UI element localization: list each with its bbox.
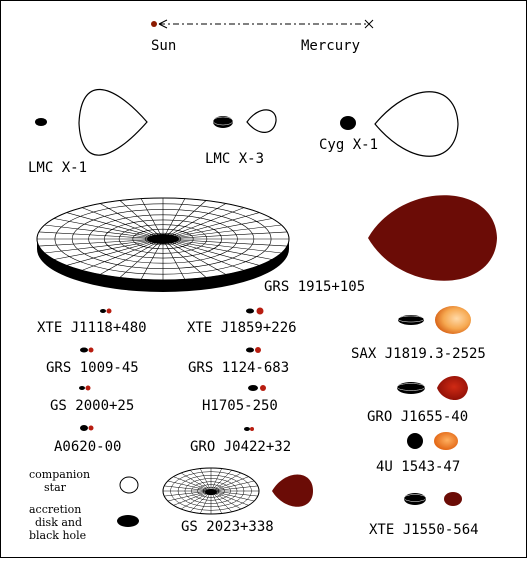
system-label: XTE J1550-564 — [369, 522, 479, 538]
h1705-system: H1705-250 — [202, 385, 278, 414]
companion-star — [88, 347, 94, 353]
companion-star-outline — [246, 109, 277, 133]
accretion-disk — [340, 116, 356, 130]
lmc-x3-system: LMC X-3 — [205, 109, 277, 167]
companion-star — [434, 432, 458, 450]
companion-star — [260, 385, 266, 391]
accretion-disk — [213, 116, 233, 128]
companion-star — [255, 347, 261, 353]
legend-disk-line3: black hole — [29, 529, 86, 542]
system-label: 4U 1543-47 — [376, 459, 460, 475]
system-label: LMC X-3 — [205, 151, 264, 167]
companion-star — [250, 427, 254, 431]
accretion-disk — [79, 386, 85, 390]
companion-star — [85, 385, 91, 391]
companion-star — [272, 474, 313, 507]
accretion-disk — [246, 347, 254, 353]
grs-1915-system: GRS 1915+105 — [36, 195, 497, 295]
disk-rim — [396, 383, 426, 391]
legend-disk-line1: accretion — [29, 503, 81, 516]
companion-star-outline — [374, 91, 459, 157]
system-label: Cyg X-1 — [319, 137, 378, 153]
gro-j0422-system: GRO J0422+32 — [190, 427, 291, 455]
system-label: GS 2023+338 — [181, 519, 274, 535]
companion-star — [435, 306, 471, 334]
accretion-disk — [398, 315, 424, 325]
legend-companion-star-icon — [119, 476, 139, 494]
system-label: H1705-250 — [202, 398, 278, 414]
system-label: XTE J1859+226 — [187, 320, 297, 336]
legend-companion-line1: companion — [29, 468, 90, 481]
system-label: GRO J1655-40 — [367, 409, 468, 425]
accretion-disk — [397, 382, 425, 394]
accretion-disk — [80, 425, 88, 431]
accretion-disk — [404, 493, 426, 505]
companion-star — [88, 425, 94, 431]
accretion-disk — [246, 308, 254, 314]
gs-2000-system: GS 2000+25 — [50, 385, 134, 414]
system-label: GS 2000+25 — [50, 398, 134, 414]
accretion-disk — [80, 347, 88, 353]
grs-1124-system: GRS 1124-683 — [188, 347, 289, 376]
xte-j1859-system: XTE J1859+226 — [187, 307, 297, 336]
legend-disk-line2: disk and — [35, 516, 82, 529]
accretion-disk — [407, 433, 423, 449]
companion-star — [368, 195, 497, 281]
system-label: LMC X-1 — [28, 160, 87, 176]
legend-companion-line2: star — [44, 481, 67, 494]
companion-star-outline — [78, 88, 148, 156]
gs-2023-system: GS 2023+338 — [162, 467, 313, 535]
sun-dot — [151, 21, 157, 27]
lmc-x1-system: LMC X-1 — [28, 88, 148, 176]
disk-rim — [212, 116, 234, 126]
cyg-x1-system: Cyg X-1 — [319, 91, 459, 157]
scale-bar: Sun Mercury — [151, 19, 374, 54]
sun-label: Sun — [151, 38, 176, 54]
accretion-disk — [244, 427, 250, 431]
accretion-disk — [248, 385, 258, 391]
accretion-disk — [35, 118, 47, 126]
companion-star — [437, 375, 468, 401]
legend: companion star accretion disk and black … — [29, 468, 139, 542]
system-label: A0620-00 — [54, 439, 121, 455]
grs-1009-system: GRS 1009-45 — [46, 347, 139, 376]
system-label: GRS 1915+105 — [264, 279, 365, 295]
xte-j1550-system: XTE J1550-564 — [369, 492, 479, 538]
legend-accretion-disk-icon — [117, 515, 139, 527]
4u-1543-system: 4U 1543-47 — [376, 432, 460, 475]
mercury-label: Mercury — [301, 38, 360, 54]
disk-rim — [403, 494, 427, 502]
accretion-disk — [100, 309, 106, 313]
system-label: GRS 1009-45 — [46, 360, 139, 376]
system-label: GRO J0422+32 — [190, 439, 291, 455]
system-label: GRS 1124-683 — [188, 360, 289, 376]
large-accretion-disk — [36, 197, 290, 292]
sax-j1819-system: SAX J1819.3-2525 — [351, 306, 486, 362]
companion-star — [256, 307, 264, 315]
accretion-disk — [162, 467, 260, 515]
disk-rim — [397, 315, 425, 323]
system-label: SAX J1819.3-2525 — [351, 346, 486, 362]
companion-star — [106, 308, 112, 314]
xte-j1118-system: XTE J1118+480 — [37, 308, 147, 336]
companion-star — [444, 492, 462, 506]
arrow-left-icon — [158, 19, 168, 29]
a0620-system: A0620-00 — [54, 425, 121, 455]
system-label: XTE J1118+480 — [37, 320, 147, 336]
gro-j1655-system: GRO J1655-40 — [367, 375, 468, 425]
cross-icon — [364, 19, 374, 29]
